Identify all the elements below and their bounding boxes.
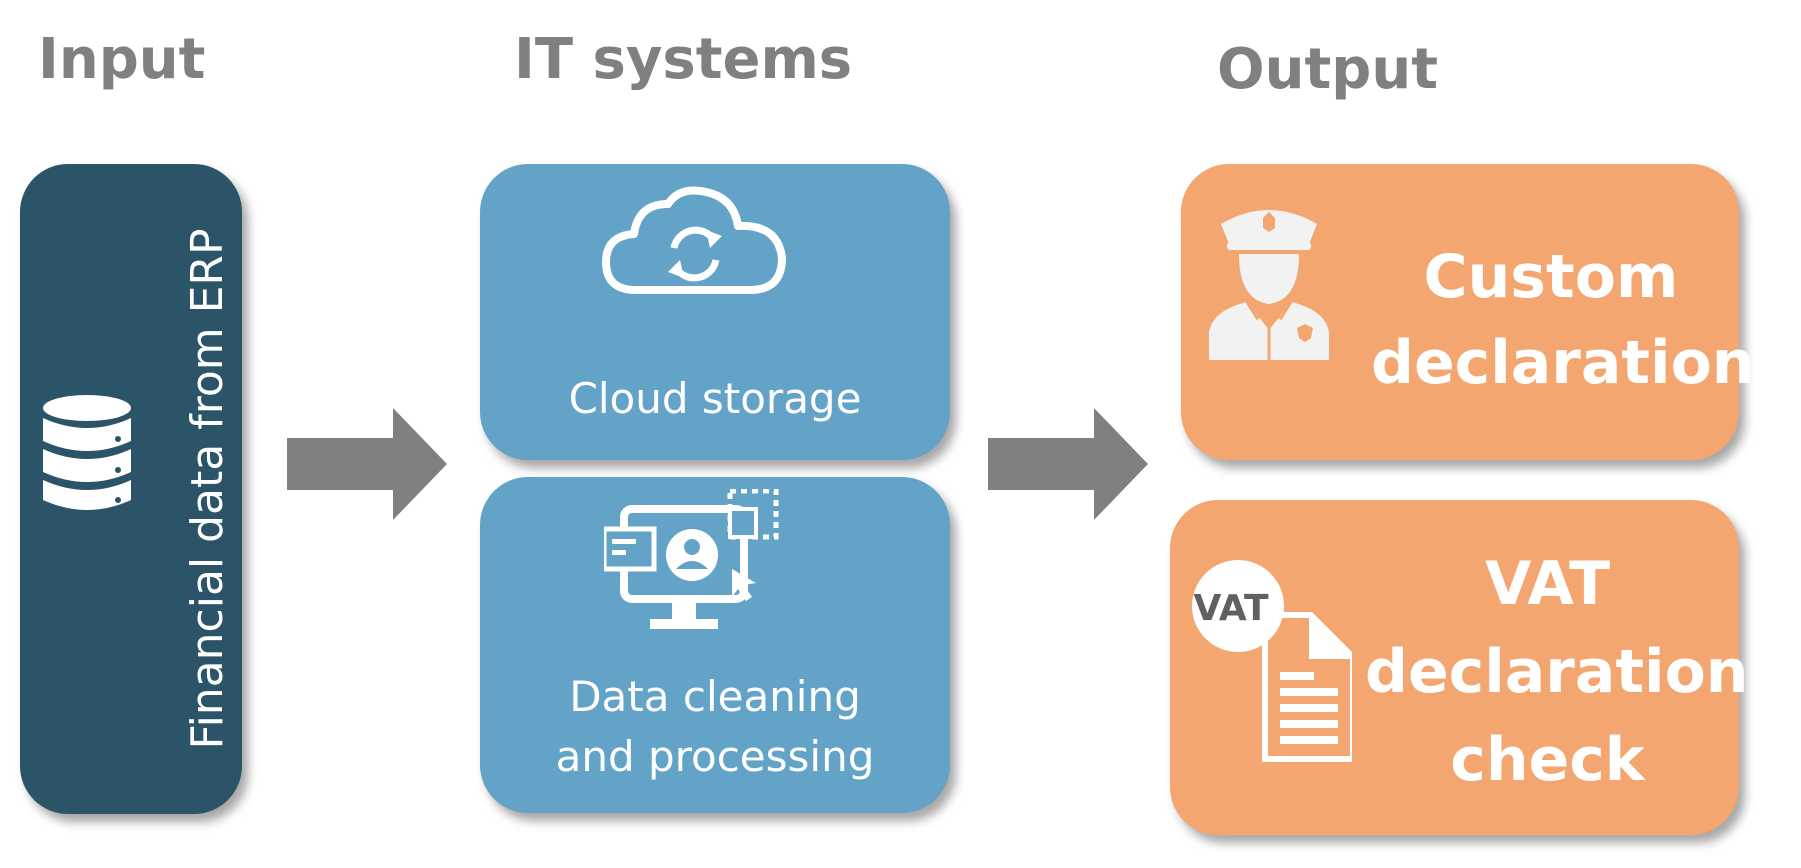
vat-declaration-label: VAT declaration check bbox=[1365, 540, 1749, 804]
data-cleaning-box: Data cleaning and processing bbox=[480, 477, 950, 813]
customs-officer-icon bbox=[1209, 210, 1329, 360]
arrow-right-icon bbox=[988, 408, 1148, 520]
vat-declaration-box: VAT declaration check bbox=[1170, 500, 1749, 835]
custom-declaration-label-line2: declaration bbox=[1371, 328, 1755, 398]
vat-badge: VAT bbox=[1193, 588, 1269, 629]
arrow-right-icon bbox=[287, 408, 447, 520]
heading-input: Input bbox=[38, 27, 206, 92]
data-cleaning-label: Data cleaning and processing bbox=[480, 667, 950, 787]
custom-declaration-box: Custom declaration bbox=[1181, 164, 1755, 460]
cloud-sync-icon bbox=[602, 186, 786, 294]
vat-declaration-label-line2: declaration bbox=[1365, 637, 1749, 707]
data-cleaning-label-line1: Data cleaning bbox=[569, 672, 861, 721]
input-box-label: Financial data from ERP bbox=[182, 228, 233, 750]
data-cleaning-label-line2: and processing bbox=[555, 732, 875, 781]
input-box bbox=[20, 164, 242, 814]
heading-it-systems: IT systems bbox=[514, 27, 853, 92]
custom-declaration-label-line1: Custom bbox=[1423, 242, 1679, 312]
database-icon bbox=[43, 395, 131, 510]
vat-declaration-label-line3: check bbox=[1450, 725, 1645, 795]
heading-output: Output bbox=[1217, 37, 1438, 102]
cloud-storage-label: Cloud storage bbox=[568, 374, 862, 423]
cloud-storage-box: Cloud storage bbox=[480, 164, 950, 460]
vat-declaration-label-line1: VAT bbox=[1484, 549, 1611, 619]
vat-document-icon bbox=[1192, 560, 1352, 762]
custom-declaration-label: Custom declaration bbox=[1371, 234, 1755, 406]
monitor-user-icon bbox=[604, 489, 779, 629]
